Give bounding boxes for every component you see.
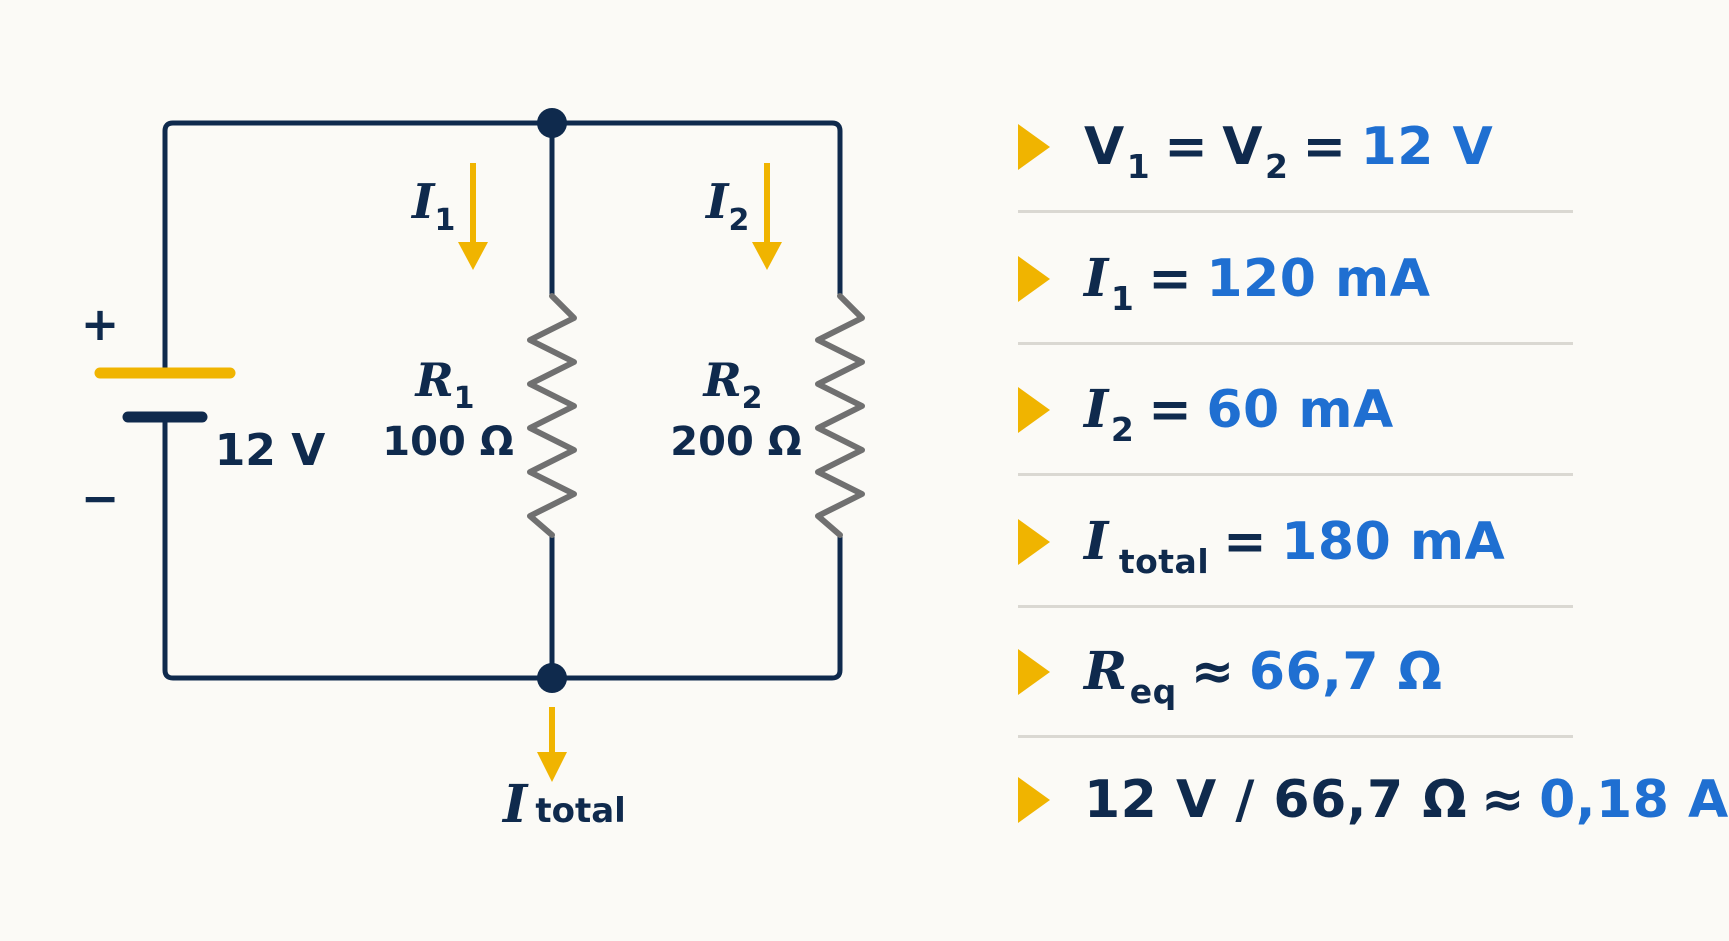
bullet-triangle-icon	[1018, 255, 1050, 302]
r1-symbol: R	[413, 353, 453, 407]
itotal-subscript: total	[1118, 542, 1210, 581]
result-row-voltage: V1=V2=12 V	[1018, 83, 1573, 213]
battery-plus-sign: +	[81, 297, 120, 351]
bullet-triangle-icon	[1018, 386, 1050, 433]
r2-symbol: R	[701, 353, 741, 407]
approx-sign: ≈	[1481, 770, 1526, 830]
v1-subscript: 1	[1126, 146, 1151, 186]
result-equation: V1=V2=12 V	[1084, 116, 1494, 186]
result-equation: Req ≈66,7 Ω	[1084, 641, 1443, 711]
equals-sign: =	[1164, 116, 1209, 177]
result-row-i2: I2 =60 mA	[1018, 346, 1573, 476]
current-arrow-itotal	[537, 707, 567, 782]
parallel-circuit-diagram: + − 12 V R1 100 Ω R2 200 Ω I1	[81, 83, 1728, 865]
r2-subscript: 2	[742, 381, 763, 416]
v1-symbol: V	[1084, 116, 1125, 177]
r2-label: R2	[701, 353, 762, 416]
junction-top	[537, 108, 567, 138]
wire-bottom-right	[549, 532, 843, 681]
junction-bottom	[537, 663, 567, 693]
i1-symbol: I	[1084, 248, 1109, 309]
battery-minus-sign: −	[81, 471, 120, 525]
i1-symbol: I	[410, 174, 436, 230]
r2-value: 200 Ω	[670, 419, 801, 465]
result-value: 66,7 Ω	[1248, 642, 1443, 702]
bullet-triangle-icon	[1018, 648, 1050, 695]
battery-voltage-label: 12 V	[215, 425, 326, 476]
result-value: 0,18 A	[1539, 770, 1729, 830]
equals-sign: =	[1148, 380, 1193, 440]
result-row-check: 12 V / 66,7 Ω≈0,18 A	[1018, 735, 1728, 865]
current-arrow-i2	[752, 163, 782, 270]
i2-label: I2	[704, 174, 749, 238]
result-equation: 12 V / 66,7 Ω≈0,18 A	[1084, 770, 1729, 830]
resistor-r1-zigzag	[527, 293, 577, 538]
i2-symbol: I	[1084, 379, 1109, 440]
result-row-i1: I1 =120 mA	[1018, 215, 1573, 345]
equals-sign: =	[1148, 249, 1193, 309]
ohms-law-expression: 12 V / 66,7 Ω	[1084, 770, 1468, 830]
result-value: 12 V	[1360, 116, 1494, 177]
result-row-req: Req ≈66,7 Ω	[1018, 608, 1573, 738]
approx-sign: ≈	[1190, 642, 1235, 702]
r1-label: R1	[413, 353, 474, 416]
i1-subscript: 1	[434, 203, 455, 238]
i2-symbol: I	[704, 174, 730, 230]
bullet-triangle-icon	[1018, 777, 1050, 823]
itotal-symbol: I	[501, 774, 529, 835]
equals-sign: =	[1223, 512, 1268, 572]
result-equation: I1 =120 mA	[1084, 248, 1431, 318]
current-arrow-i1	[458, 163, 488, 270]
itotal-subscript: total	[535, 791, 625, 831]
r1-value: 100 Ω	[382, 419, 513, 465]
i1-subscript: 1	[1110, 279, 1135, 318]
req-symbol: R	[1084, 641, 1128, 702]
v2-subscript: 2	[1265, 146, 1289, 186]
resistor-r2-zigzag	[815, 293, 865, 538]
result-value: 60 mA	[1206, 380, 1394, 440]
bullet-triangle-icon	[1018, 518, 1050, 565]
circuit-schematic: + − 12 V R1 100 Ω R2 200 Ω I1	[81, 108, 865, 835]
req-subscript: eq	[1129, 672, 1177, 711]
i1-label: I1	[410, 174, 455, 238]
itotal-symbol: I	[1084, 511, 1109, 572]
i2-subscript: 2	[728, 203, 749, 238]
result-equation: I2 =60 mA	[1084, 379, 1394, 449]
bullet-triangle-icon	[1018, 123, 1050, 170]
wire-top-right	[549, 120, 843, 299]
equals-sign: =	[1302, 116, 1347, 177]
result-value: 180 mA	[1281, 512, 1506, 572]
result-value: 120 mA	[1206, 249, 1431, 309]
i2-subscript: 2	[1110, 410, 1135, 449]
r1-subscript: 1	[454, 381, 475, 416]
wire-left-top	[162, 120, 555, 373]
v2-symbol: V	[1222, 116, 1264, 177]
wire-left-bottom	[162, 415, 555, 681]
